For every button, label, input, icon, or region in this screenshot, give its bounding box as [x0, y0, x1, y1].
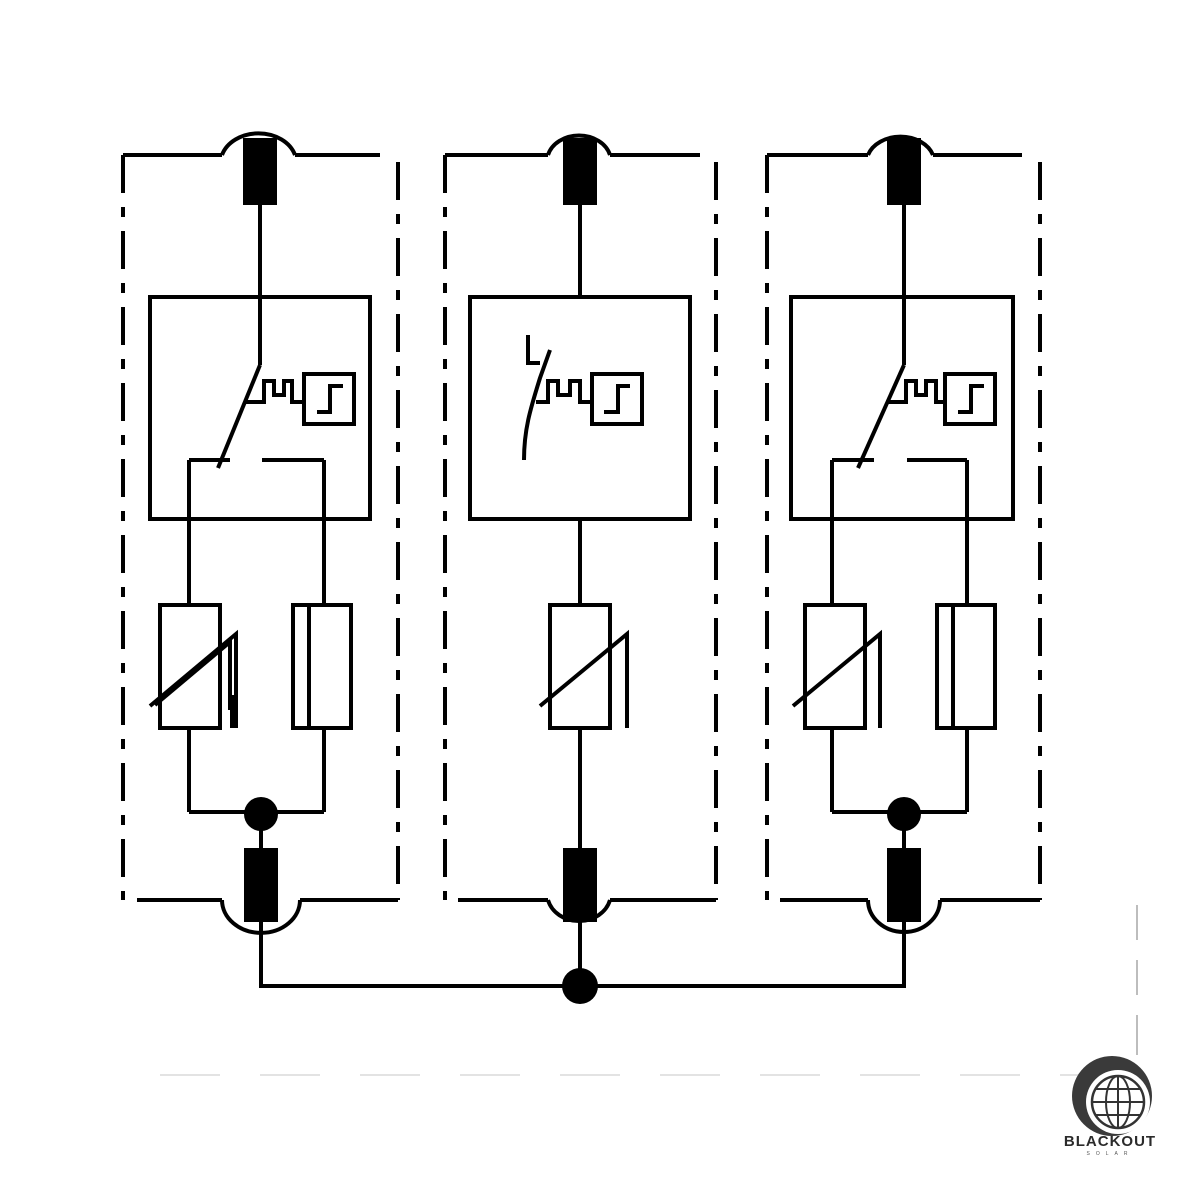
- logo-name: BLACKOUT: [1063, 1133, 1157, 1150]
- module-2-top-arc: [546, 133, 612, 156]
- module-2: [443, 133, 718, 986]
- module-1-fuse: [291, 603, 353, 730]
- module-1: [121, 131, 400, 986]
- module-1-top-terminal: [243, 138, 277, 205]
- module-2-top-terminal: [563, 138, 597, 205]
- module-3-bottom-terminal: [887, 848, 921, 922]
- common-junction: [562, 968, 598, 1004]
- module-2-disconnector-box: [468, 295, 692, 521]
- module-3-switch-blade: [856, 364, 906, 469]
- module-3-varistor: [803, 603, 867, 730]
- module-2-bottom-terminal: [563, 848, 597, 922]
- globe-icon: [1072, 1056, 1152, 1136]
- module-3-housing: [765, 155, 1042, 900]
- module-3-thermal-link: [888, 379, 945, 404]
- module-1-thermal-link: [244, 379, 304, 404]
- module-3-thermal-relay: [943, 372, 997, 426]
- module-1-housing: [121, 155, 400, 900]
- module-1-bottom-terminal: [244, 848, 278, 922]
- module-2-housing: [443, 155, 718, 900]
- module-1-top-arc: [220, 131, 297, 156]
- module-2-thermal-relay: [590, 372, 644, 426]
- module-3-top-terminal: [887, 138, 921, 205]
- module-3: [765, 134, 1042, 986]
- module-2-varistor: [548, 603, 612, 730]
- module-3-fuse: [935, 603, 997, 730]
- module-1-varistor: [158, 603, 222, 730]
- scan-artifacts: [160, 905, 1138, 1076]
- module-2-switch-open: [522, 335, 552, 461]
- logo-tagline: SOLAR: [1086, 1151, 1134, 1157]
- module-2-thermal-link: [536, 379, 592, 404]
- module-3-top-arc: [866, 134, 935, 156]
- module-1-thermal-relay: [302, 372, 356, 426]
- module-1-switch-blade: [216, 364, 262, 469]
